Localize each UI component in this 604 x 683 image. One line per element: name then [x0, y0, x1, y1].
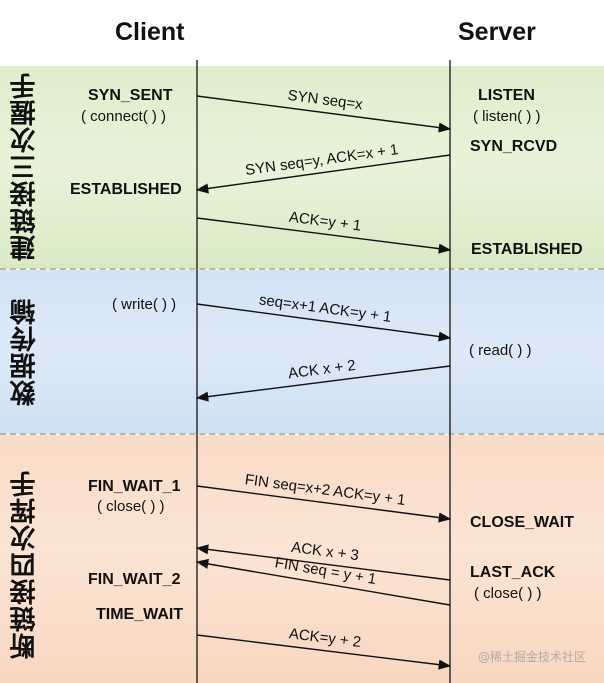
phase-separator: [0, 268, 604, 270]
message-arrow: [196, 95, 452, 133]
message-arrow: [195, 365, 451, 402]
message-arrow: [195, 544, 451, 581]
phase-separator: [0, 433, 604, 435]
client-state-established: ESTABLISHED: [70, 181, 182, 198]
message-arrow: [196, 485, 452, 523]
client-call-connect: ( connect( ) ): [81, 108, 167, 125]
server-state-established: ESTABLISHED: [471, 241, 583, 258]
server-call-listen: ( listen( ) ): [473, 108, 541, 125]
client-header: Client: [115, 18, 185, 46]
client-call-write: ( write( ) ): [112, 296, 177, 313]
client-state-fin-wait-2: FIN_WAIT_2: [88, 571, 181, 588]
server-state-syn-rcvd: SYN_RCVD: [470, 138, 558, 155]
close-band: [0, 435, 604, 683]
client-state-syn-sent: SYN_SENT: [88, 87, 173, 104]
server-header: Server: [458, 18, 536, 46]
message-arrow: [196, 634, 452, 670]
client-state-time-wait: TIME_WAIT: [96, 606, 184, 623]
watermark: @稀土掘金技术社区: [477, 650, 586, 664]
message-arrow: [195, 558, 451, 606]
handshake-band: [0, 66, 604, 269]
server-call-read: ( read( ) ): [469, 342, 532, 359]
transfer-band: [0, 270, 604, 434]
server-call-close: ( close( ) ): [474, 585, 542, 602]
server-state-listen: LISTEN: [478, 87, 535, 104]
server-state-close-wait: CLOSE_WAIT: [470, 514, 575, 531]
server-state-last-ack: LAST_ACK: [470, 564, 556, 581]
message-arrow: [195, 154, 451, 194]
message-arrow: [196, 217, 452, 254]
client-state-fin-wait-1: FIN_WAIT_1: [88, 478, 181, 495]
message-arrow: [196, 303, 452, 342]
client-call-close: ( close( ) ): [97, 498, 165, 515]
